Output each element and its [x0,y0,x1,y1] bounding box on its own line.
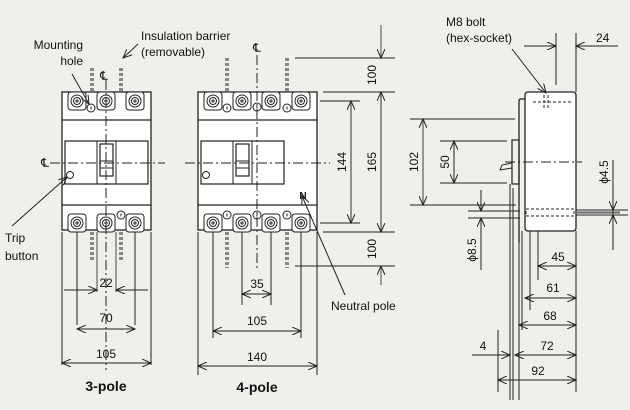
label-mounting-hole-1: Mounting [34,38,83,52]
dim-mount-diameter: ϕ8.5 [465,238,479,262]
dim-4: 4 [480,339,487,353]
dim-68: 68 [543,309,557,323]
dim-bottom-clearance: 100 [365,239,379,259]
dim-height: 165 [365,152,379,172]
dim-top-clearance: 100 [365,65,379,85]
centerline-symbol: ℄ [40,156,49,170]
trip-button-3p [66,171,74,179]
centerline-symbol: ℄ [252,41,261,55]
dim-3p-width: 105 [96,347,116,361]
dim-4p-width: 140 [247,350,267,364]
three-pole-view: 22 70 105 3-pole ℄ ℄ Mounting hole Insul… [5,29,230,394]
caption-3-pole: 3-pole [85,378,126,394]
label-insulation-barrier-1: Insulation barrier [141,29,230,43]
dim-4p-pitch: 35 [250,277,264,291]
dim-screw-diameter: ϕ4.5 [597,160,611,184]
dim-depth: 92 [531,364,545,378]
caption-4-pole: 4-pole [236,379,277,395]
label-trip-button-2: button [5,249,38,263]
label-neutral-pole: Neutral pole [331,299,396,313]
dim-3p-mounting-span: 70 [99,311,113,325]
label-insulation-barrier-2: (removable) [141,45,205,59]
side-view: M8 bolt (hex-socket) 24 102 50 ϕ8.5 ϕ4.5 [407,15,628,400]
dim-4p-mounting-span: 105 [247,314,267,328]
label-m8-bolt-1: M8 bolt [446,15,486,29]
dim-61: 61 [546,281,560,295]
dim-mounting-height: 144 [335,152,349,172]
dim-72: 72 [540,339,554,353]
centerline-symbol: ℄ [99,69,108,83]
dim-45: 45 [551,250,565,264]
label-trip-button-1: Trip [5,231,26,245]
neutral-mark: N [299,191,306,202]
dim-handle-frame: 50 [438,155,452,169]
dim-handle-height: 102 [407,152,421,172]
dim-bolt-offset: 24 [596,31,610,45]
label-m8-bolt-2: (hex-socket) [446,31,512,45]
four-pole-view: N ℄ 35 105 140 4-pole Neutral pole 100 1… [185,25,396,395]
label-mounting-hole-2: hole [60,54,83,68]
dim-3p-pitch: 22 [99,276,113,290]
